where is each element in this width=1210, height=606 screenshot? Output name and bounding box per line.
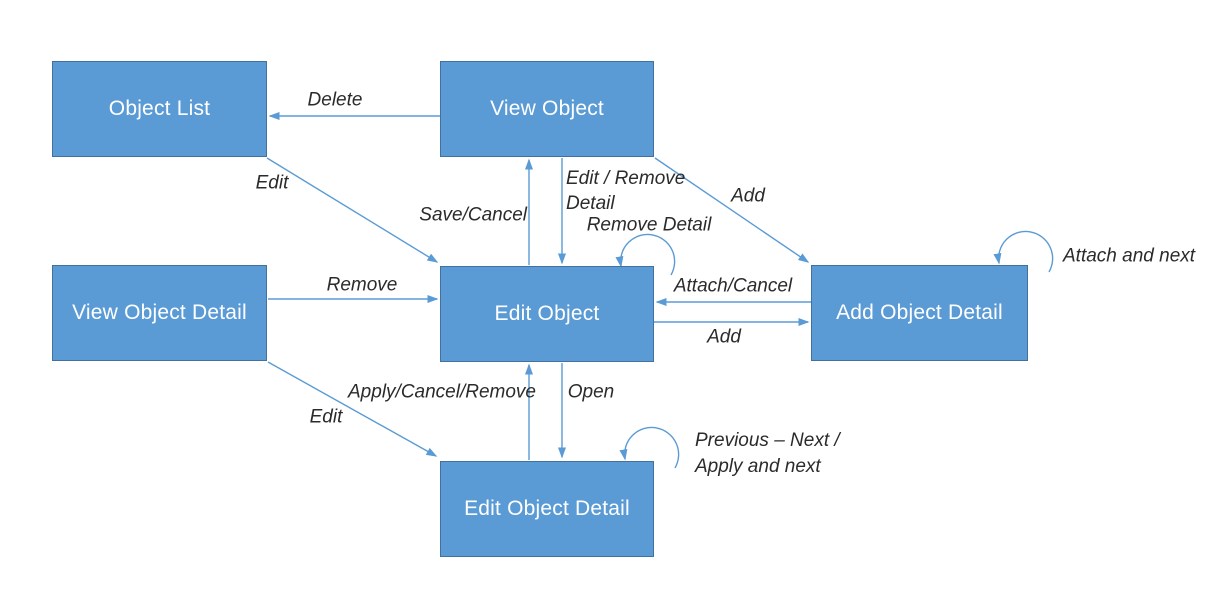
node-object-list: Object List [52,61,267,157]
edge-remove-detail-loop-arrow [615,233,676,276]
edge-edit-from-list-arrow [266,157,439,263]
node-view-object-detail: View Object Detail [52,265,267,361]
edge-add-from-view-arrow [654,157,810,263]
node-view-object: View Object [440,61,654,157]
node-edit-object-label: Edit Object [494,302,600,325]
edge-edit-from-detail-arrow [267,361,438,457]
edge-attach-and-next-loop-arrow [993,230,1054,273]
node-view-object-label: View Object [490,97,604,120]
node-add-object-detail-label: Add Object Detail [836,301,1003,324]
node-edit-object-detail-label: Edit Object Detail [464,497,630,520]
node-view-object-detail-label: View Object Detail [72,301,247,324]
edge-previous-next-loop-arrow [619,426,680,469]
node-add-object-detail: Add Object Detail [811,265,1028,361]
node-edit-object: Edit Object [440,266,654,362]
node-edit-object-detail: Edit Object Detail [440,461,654,557]
node-object-list-label: Object List [108,97,211,120]
